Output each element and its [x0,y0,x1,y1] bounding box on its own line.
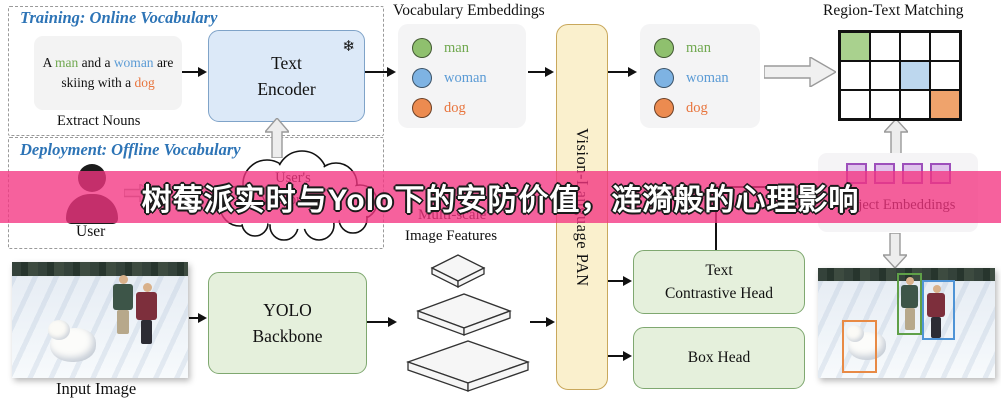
cloud-to-encoder-arrow [265,118,289,158]
caption-banner-text: 树莓派实时与Yolo下的安防价值，涟漪般的心理影响 [141,184,860,217]
vocab-row-dog: dog [654,93,760,123]
features-to-pan-arrow [530,315,555,328]
input-image-label: Input Image [56,379,137,398]
multiscale-label-line2: Image Features [405,228,498,244]
treeline [12,262,188,276]
vocabulary-embeddings-box: man woman dog [398,24,526,128]
caption-banner: 树莓派实时与Yolo下的安防价值，涟漪般的心理影响 [0,171,1001,223]
match-cell-woman [900,61,930,90]
box-head-box: Box Head [633,327,805,389]
dog-embedding-dot [654,98,674,118]
bbox-dog [842,320,877,373]
caption-sentence-box: A man and a woman are skiing with a dog [34,36,182,110]
user-label: User [76,223,106,240]
vocabulary-embeddings-box-2: man woman dog [640,24,760,128]
pan-to-contrastive-arrow [608,274,632,287]
input-image [12,262,188,378]
noun-woman: woman [113,55,154,71]
yolo-backbone-box: YOLO Backbone [208,272,367,374]
dog-embedding-dot [412,98,432,118]
region-text-matching-grid [838,30,962,121]
vocab-row-dog: dog [412,93,526,123]
deployment-section-title: Deployment: Offline Vocabulary [20,140,241,159]
caption-sentence: A man and a woman are skiing with a dog [42,55,174,90]
woman-embedding-dot [654,68,674,88]
snow-texture [12,275,188,378]
woman-embedding-dot [412,68,432,88]
sentence-to-encoder-arrow [182,65,207,78]
output-image [818,268,995,378]
vocab-row-woman: woman [412,63,526,93]
backbone-to-features-arrow [367,315,397,328]
man-embedding-dot [654,38,674,58]
embeddings-to-matching-arrow [764,57,836,87]
match-cell-man [840,32,870,61]
noun-dog: dog [134,75,155,90]
text-encoder-box: ❄ Text Encoder [208,30,365,122]
vocab-row-man: man [654,33,760,63]
frozen-snowflake-icon: ❄ [342,39,355,55]
noun-man: man [54,55,79,71]
vocab-row-woman: woman [654,63,760,93]
vocabulary-embeddings-title: Vocabulary Embeddings [393,2,545,19]
objects-to-output-arrow [883,233,907,268]
vocab-to-pan-arrow [528,65,554,78]
vocab-row-man: man [412,33,526,63]
bbox-woman [922,280,955,340]
multiscale-feature-maps [406,254,530,392]
extract-nouns-label: Extract Nouns [57,113,141,129]
region-text-matching-title: Region-Text Matching [823,2,964,19]
training-section-title: Training: Online Vocabulary [20,8,218,27]
pan-to-vocab2-arrow [608,65,637,78]
man-embedding-dot [412,38,432,58]
text-contrastive-head-box: Text Contrastive Head [633,250,805,314]
pan-to-boxhead-arrow [608,349,632,362]
match-cell-dog [930,90,960,119]
bbox-man [897,273,922,335]
encoder-to-vocab-arrow [365,65,396,78]
objects-to-matching-arrow [884,119,908,154]
input-to-backbone-arrow [189,311,207,324]
